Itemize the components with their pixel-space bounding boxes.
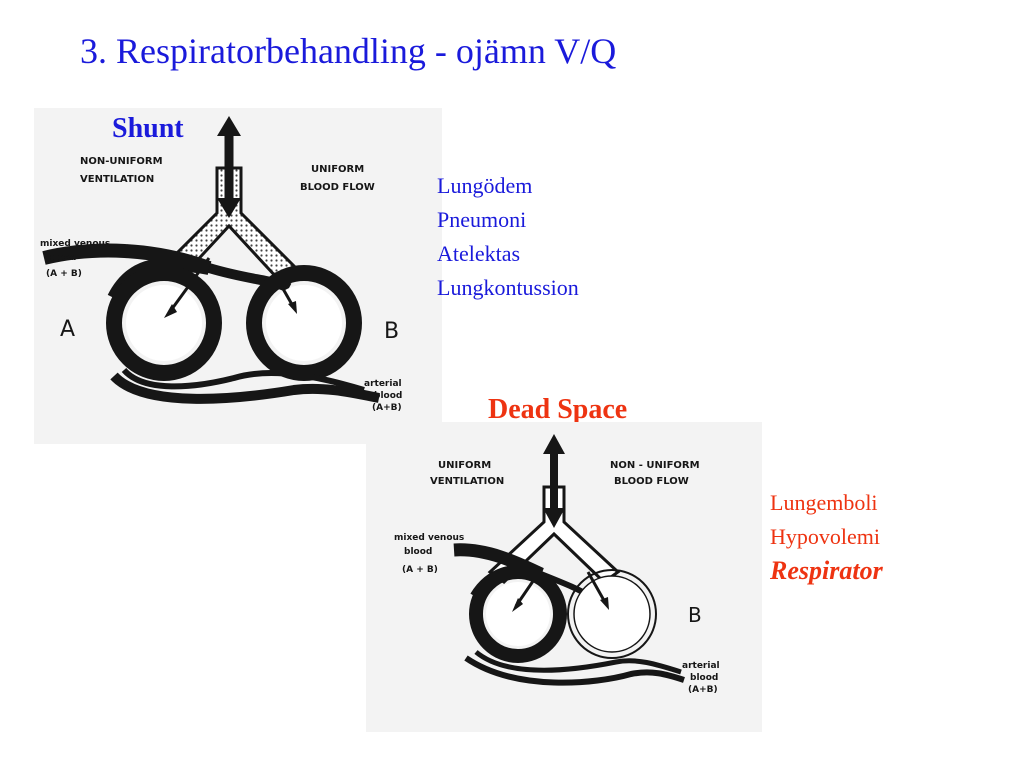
svg-text:BLOOD FLOW: BLOOD FLOW (300, 182, 375, 193)
dead-space-arterial-vessel (474, 650, 682, 675)
dead-space-heading: Dead Space (488, 394, 628, 425)
svg-text:NON - UNIFORM: NON - UNIFORM (610, 460, 700, 471)
svg-text:(A + B): (A + B) (46, 269, 82, 279)
dead-space-alveolus-a (469, 565, 567, 663)
svg-text:VENTILATION: VENTILATION (430, 476, 504, 487)
svg-text:blood: blood (404, 547, 432, 557)
svg-text:NON-UNIFORM: NON-UNIFORM (80, 156, 163, 167)
svg-text:arterial: arterial (364, 379, 402, 389)
svg-text:blood: blood (374, 391, 402, 401)
respirator-emphasis: Respirator (770, 556, 883, 585)
shunt-ventilation-arrow-icon (217, 116, 241, 218)
svg-text:mixed venous: mixed venous (394, 533, 464, 543)
shunt-causes-list: Lungödem Pneumoni Atelektas Lungkontussi… (437, 169, 579, 305)
svg-text:A: A (60, 317, 75, 342)
shunt-arterial-vessel (121, 367, 365, 393)
svg-text:BLOOD FLOW: BLOOD FLOW (614, 476, 689, 487)
dead-space-causes-list: Lungemboli Hypovolemi Respirator (770, 486, 883, 588)
svg-text:(A+B): (A+B) (688, 685, 718, 695)
svg-text:blood: blood (48, 253, 76, 263)
shunt-airway (159, 166, 299, 282)
svg-text:(A + B): (A + B) (402, 565, 438, 575)
shunt-alveolus-a (106, 265, 222, 381)
svg-text:arterial: arterial (682, 661, 720, 671)
slide-title: 3. Respiratorbehandling - ojämn V/Q (80, 31, 617, 71)
list-item: Lungkontussion (437, 275, 579, 300)
dead-space-alveolus-b (567, 569, 657, 659)
svg-text:UNIFORM: UNIFORM (438, 460, 491, 471)
shunt-heading: Shunt (112, 113, 184, 144)
list-item: Atelektas (437, 241, 521, 266)
svg-text:blood: blood (690, 673, 718, 683)
shunt-diagram: NON-UNIFORM VENTILATION UNIFORM BLOOD FL… (34, 108, 442, 444)
svg-text:B: B (688, 603, 702, 627)
list-item: Lungemboli (770, 490, 878, 515)
svg-text:VENTILATION: VENTILATION (80, 174, 154, 185)
dead-space-diagram: UNIFORM VENTILATION NON - UNIFORM BLOOD … (366, 422, 762, 732)
list-item: Pneumoni (437, 207, 527, 232)
list-item: Lungödem (437, 173, 533, 198)
dead-space-ventilation-arrow-icon (543, 434, 565, 528)
svg-text:B: B (384, 319, 399, 344)
svg-text:UNIFORM: UNIFORM (311, 164, 364, 175)
list-item: Hypovolemi (770, 524, 880, 549)
svg-text:mixed venous: mixed venous (40, 239, 110, 249)
svg-text:(A+B): (A+B) (372, 403, 402, 413)
